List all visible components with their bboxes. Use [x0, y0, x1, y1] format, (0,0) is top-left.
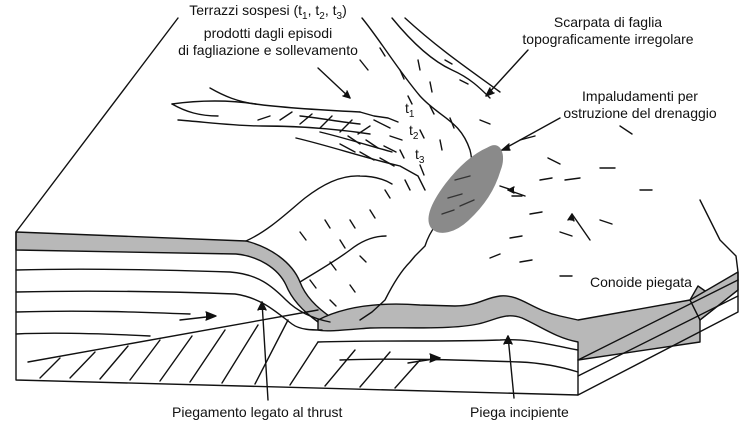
thrust-fault: [28, 310, 318, 362]
fault-scarp: [360, 18, 472, 320]
leader-piega: [504, 336, 514, 398]
label-terrazzi-line2: prodotti dagli episodi: [148, 25, 388, 42]
leader-piegamento: [258, 302, 268, 400]
leader-impaludamenti: [502, 118, 560, 150]
marsh-area: [429, 146, 502, 232]
terrace-label-t2: t2: [409, 122, 418, 142]
block-outline: [16, 200, 738, 395]
label-terrazzi-line1: Terrazzi sospesi (t1, t2, t3): [148, 2, 388, 25]
gray-layer-left: [16, 232, 332, 322]
label-scarpata-line2: topograficamente irregolare: [508, 31, 708, 48]
label-scarpata: Scarpata di faglia topograficamente irre…: [508, 14, 708, 48]
gray-layer-right: [318, 286, 708, 360]
label-terrazzi-line3: di fagliazione e sollevamento: [148, 42, 388, 59]
label-impaludamenti: Impaludamenti per ostruzione del drenagg…: [540, 88, 740, 122]
label-piega: Piega incipiente: [470, 404, 569, 421]
label-piegamento: Piegamento legato al thrust: [172, 404, 342, 421]
label-scarpata-line1: Scarpata di faglia: [508, 14, 708, 31]
top-back-right-edge: [405, 18, 500, 92]
leader-scarpata: [486, 50, 528, 96]
label-impaludamenti-line2: ostruzione del drenaggio: [540, 105, 740, 122]
label-terrazzi: Terrazzi sospesi (t1, t2, t3) prodotti d…: [148, 2, 388, 59]
leader-terrazzi: [318, 68, 350, 98]
terrace-label-t1: t1: [405, 100, 414, 120]
terrace-label-t3: t3: [415, 146, 424, 166]
leader-conoide: [508, 187, 590, 240]
label-impaludamenti-line1: Impaludamenti per: [540, 88, 740, 105]
label-conoide: Conoide piegata: [590, 274, 692, 291]
